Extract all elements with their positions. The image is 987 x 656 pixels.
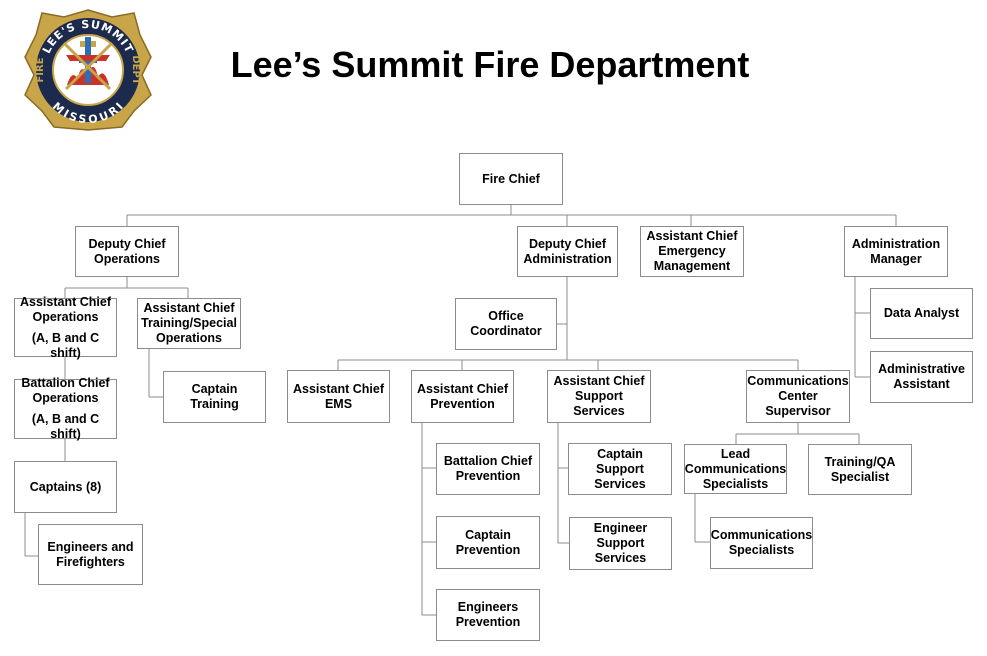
data-analyst-box: Data Analyst (870, 288, 973, 339)
box-line: Captain (191, 382, 238, 396)
captain-training-box: Captain Training (163, 371, 266, 423)
box-line: Manager (870, 251, 922, 266)
communications-specialists-box: Communications Specialists (710, 517, 813, 569)
box-line: Fire Chief (482, 171, 540, 186)
box-line: Engineers (457, 600, 519, 614)
box-line: Emergency (658, 244, 726, 258)
box-line: Support Services (573, 389, 625, 418)
box-line: Training/Special (141, 316, 237, 330)
assistant-chief-prevention-box: Assistant Chief Prevention (411, 370, 514, 423)
box-line: Communications (684, 461, 787, 476)
engineer-support-services-box: Engineer Support Services (569, 517, 672, 570)
box-line: Prevention (455, 615, 521, 629)
box-line: Management (653, 259, 731, 273)
box-line: Supervisor (765, 404, 831, 418)
assistant-chief-operations-box: Assistant Chief Operations (A, B and C s… (14, 294, 117, 360)
box-line: Assistant Chief (293, 381, 384, 396)
assistant-chief-support-services-box: Assistant Chief Support Services (547, 370, 651, 423)
captains-box: Captains (8) (14, 461, 117, 513)
engineers-firefighters-box: Engineers and Firefighters (38, 524, 143, 585)
box-subtitle: (A, B and C shift) (31, 330, 100, 360)
logo-left-text: FIRE (35, 57, 46, 82)
box-line: Specialist (830, 469, 890, 484)
box-line: Support Services (594, 461, 646, 491)
box-line: Operations (156, 331, 222, 345)
box-line: Support Services (594, 536, 647, 565)
assistant-chief-ems-box: Assistant Chief EMS (287, 370, 390, 423)
box-line: Specialists (702, 476, 769, 491)
administrative-assistant-box: Administrative Assistant (870, 351, 973, 403)
training-qa-specialist-box: Training/QA Specialist (808, 444, 912, 495)
box-line: Engineer (593, 521, 648, 535)
box-line: Firefighters (56, 554, 125, 569)
captain-support-services-box: Captain Support Services (568, 443, 672, 495)
box-line: Communications (747, 374, 849, 388)
administration-manager-box: Administration Manager (844, 226, 948, 277)
box-line: Administration (523, 251, 612, 266)
box-line: Engineers and (47, 539, 134, 554)
battalion-chief-operations-box: Battalion Chief Operations (A, B and C s… (14, 376, 117, 441)
box-line: Assistant Chief (646, 229, 738, 243)
box-line: Coordinator (470, 324, 542, 338)
fire-chief-box: Fire Chief (459, 153, 563, 205)
box-line: Prevention (455, 542, 521, 557)
box-line: Lead (720, 446, 751, 461)
box-line: Operations (32, 309, 99, 324)
deputy-chief-administration-box: Deputy Chief Administration (517, 226, 618, 277)
communications-center-supervisor-box: Communications Center Supervisor (746, 370, 850, 423)
box-line: Captain (465, 527, 511, 542)
box-line: Center (778, 389, 818, 403)
box-line: Training (190, 397, 239, 411)
box-line: Battalion Chief (443, 454, 533, 468)
box-line: Operations (94, 251, 160, 266)
fire-department-logo: LEE'S SUMMIT MISSOURI FIRE DEPT (24, 9, 152, 131)
engineers-prevention-box: Engineers Prevention (436, 589, 540, 641)
box-line: EMS (324, 396, 353, 411)
box-line: Administration (851, 236, 941, 251)
battalion-chief-prevention-box: Battalion Chief Prevention (436, 443, 540, 495)
box-line: Prevention (430, 396, 495, 411)
assistant-chief-emergency-management-box: Assistant Chief Emergency Management (640, 226, 744, 277)
box-line: Assistant Chief (143, 301, 235, 315)
box-line: Prevention (455, 469, 521, 483)
box-line: Operations (32, 391, 99, 405)
lead-communications-specialists-box: Lead Communications Specialists (684, 444, 787, 494)
page-title: Lee’s Summit Fire Department (230, 44, 750, 85)
box-line: Deputy Chief (528, 236, 607, 251)
box-subtitle: (A, B and C shift) (31, 412, 100, 441)
box-line: Battalion Chief (21, 376, 110, 390)
box-line: Administrative (878, 362, 965, 376)
office-coordinator-box: Office Coordinator (455, 298, 557, 350)
box-line: Assistant Chief (553, 374, 645, 388)
deputy-chief-operations-box: Deputy Chief Operations (75, 226, 179, 277)
box-line: Data Analyst (883, 306, 960, 320)
logo-right-text: DEPT (130, 55, 141, 84)
box-line: Assistant Chief (20, 294, 111, 309)
box-line: Assistant Chief (417, 381, 508, 396)
box-line: Communications (710, 528, 813, 542)
box-line: Specialists (728, 543, 795, 557)
captain-prevention-box: Captain Prevention (436, 516, 540, 569)
box-line: Assistant (893, 377, 950, 391)
box-line: Captains (8) (29, 479, 102, 494)
box-line: Captain (597, 446, 643, 461)
box-line: Office (488, 309, 524, 323)
assistant-chief-training-box: Assistant Chief Training/Special Operati… (137, 298, 241, 349)
box-line: Training/QA (824, 454, 896, 469)
box-line: Deputy Chief (88, 236, 166, 251)
